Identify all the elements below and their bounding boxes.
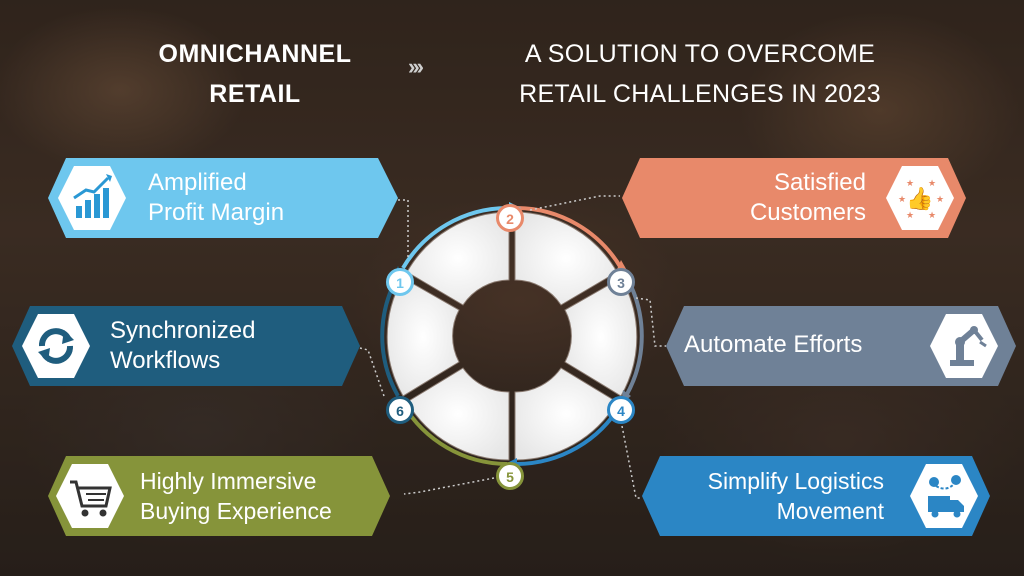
svg-text:★: ★: [928, 179, 936, 189]
item-satisfied-customers: Satisfied Customers 👍 ★ ★ ★ ★ ★ ★: [622, 158, 966, 238]
step-badge-2: 2: [496, 204, 524, 232]
title-right-line1: A SOLUTION TO OVERCOME: [524, 40, 876, 68]
svg-text:👍: 👍: [906, 186, 933, 212]
step-badge-1: 1: [386, 268, 414, 296]
step-badge-3: 3: [607, 268, 635, 296]
chevron-arrows-icon: ›››: [408, 54, 424, 79]
svg-text:★: ★: [898, 195, 906, 205]
item-amplified-profit-margin: Amplified Profit Margin: [48, 158, 398, 238]
item-2-label: Satisfied Customers: [749, 169, 866, 226]
svg-text:★: ★: [906, 179, 914, 189]
title-omnichannel-retail: OMNICHANNEL RETAIL: [120, 34, 390, 114]
thumbs-up-stars-icon: 👍 ★ ★ ★ ★ ★ ★: [884, 162, 956, 234]
svg-text:★: ★: [928, 211, 936, 221]
shopping-cart-icon: [54, 460, 126, 532]
item-automate-efforts: Automate Efforts: [666, 306, 1016, 386]
item-1-label: Amplified Profit Margin: [148, 169, 285, 226]
title-right-line2: RETAIL CHALLENGES IN 2023: [519, 80, 881, 108]
title-left-line1: OMNICHANNEL: [158, 40, 352, 68]
item-6-label: Synchronized Workflows: [110, 317, 256, 374]
step-badge-6: 6: [386, 396, 414, 424]
sync-arrows-icon: [20, 310, 92, 382]
item-highly-immersive-buying-experience: Highly Immersive Buying Experience: [48, 456, 390, 536]
subtitle: A SOLUTION TO OVERCOME RETAIL CHALLENGES…: [480, 34, 920, 114]
item-4-label: Simplify Logistics Movement: [707, 468, 884, 524]
growth-chart-icon: [56, 162, 128, 234]
item-synchronized-workflows: Synchronized Workflows: [12, 306, 360, 386]
title-left-line2: RETAIL: [209, 80, 301, 108]
delivery-truck-icon: [908, 460, 980, 532]
item-3-label: Automate Efforts: [684, 331, 863, 358]
item-5-label: Highly Immersive Buying Experience: [140, 468, 332, 524]
cycle-wheel: [375, 190, 655, 480]
svg-text:★: ★: [906, 211, 914, 221]
item-simplify-logistics-movement: Simplify Logistics Movement: [642, 456, 990, 536]
wheel-segments: [386, 211, 638, 461]
step-badge-5: 5: [496, 462, 524, 490]
robot-arm-icon: [928, 310, 1000, 382]
svg-text:★: ★: [936, 195, 944, 205]
step-badge-4: 4: [607, 396, 635, 424]
